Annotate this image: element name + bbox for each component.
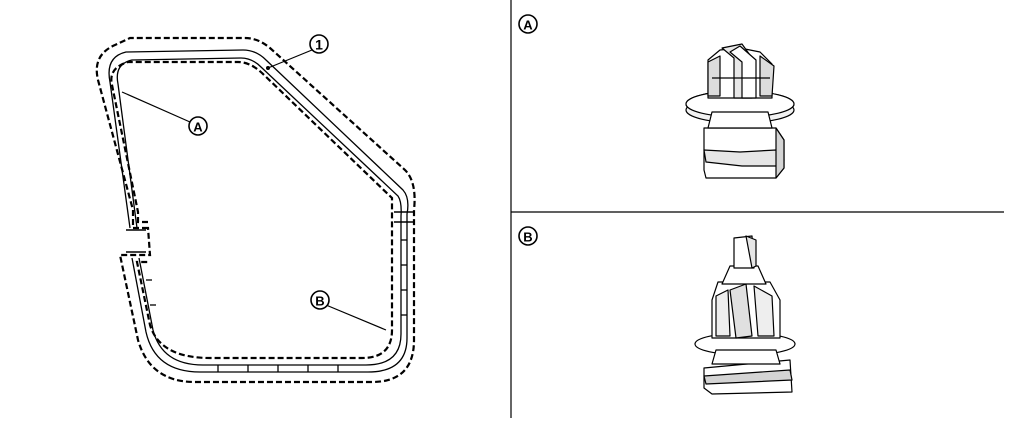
- callout-clip-a-text: A: [193, 120, 203, 135]
- clip-tick-marks: [146, 239, 407, 372]
- callout-clip-b: B: [310, 290, 387, 331]
- panel-b-label-text: B: [523, 230, 532, 245]
- outer-dashed-outline: [95, 36, 416, 384]
- panel-a-label-text: A: [523, 18, 533, 33]
- inner-dashed-outline: [110, 60, 394, 360]
- weatherstrip-outer-line: [108, 49, 409, 373]
- callout-clip-a: A: [121, 91, 208, 136]
- clip-b-illustration: [694, 235, 796, 395]
- clip-a-illustration: [685, 43, 795, 179]
- weatherstrip-diagram: [95, 36, 416, 384]
- callout-part-1: 1: [266, 34, 329, 70]
- callout-clip-b-text: B: [315, 294, 324, 309]
- callout-part-1-text: 1: [315, 37, 323, 53]
- weatherstrip-inner-line: [116, 57, 402, 366]
- panel-b-label: B: [518, 226, 538, 246]
- panel-a-label: A: [518, 14, 538, 34]
